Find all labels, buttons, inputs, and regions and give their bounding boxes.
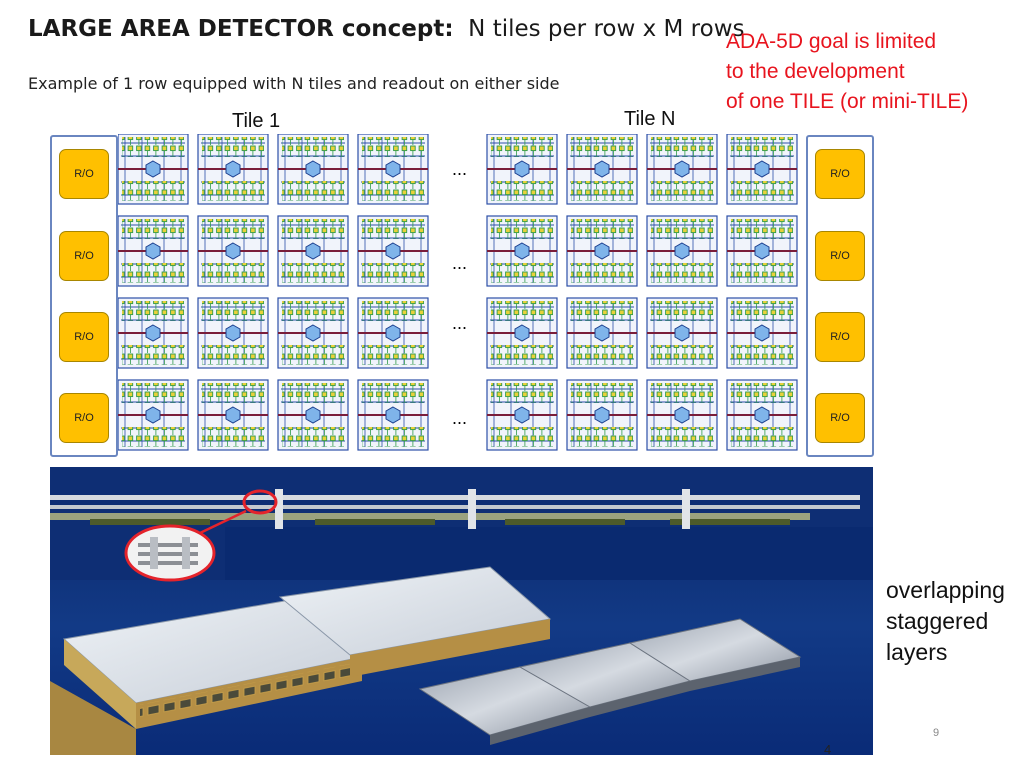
detector-tile — [486, 297, 558, 369]
detector-tile — [118, 134, 189, 205]
goal-note: ADA-5D goal is limited to the developmen… — [726, 27, 968, 117]
side-caption-line: staggered — [886, 608, 989, 634]
goal-note-line: of one TILE (or mini-TILE) — [726, 90, 969, 113]
detector-tile — [486, 215, 558, 287]
detector-tile — [486, 134, 558, 205]
detector-tile — [646, 134, 718, 205]
detector-tile — [726, 215, 798, 287]
detector-tile — [118, 297, 189, 369]
page-number: 9 — [933, 727, 940, 739]
slide-subtitle: Example of 1 row equipped with N tiles a… — [28, 74, 560, 93]
detector-tile — [566, 134, 638, 205]
detector-tile — [277, 215, 349, 287]
readout-box: R/O — [815, 149, 865, 199]
readout-box: R/O — [59, 312, 109, 362]
readout-box: R/O — [815, 231, 865, 281]
detector-tile — [566, 379, 638, 451]
detector-tile — [646, 297, 718, 369]
detector-tile — [357, 379, 429, 451]
staggered-layers-render — [50, 467, 873, 755]
detector-tile — [357, 297, 429, 369]
readout-box: R/O — [59, 393, 109, 443]
title-rest: N tiles per row x M rows — [468, 16, 745, 42]
detector-tile — [197, 215, 269, 287]
row-ellipsis: ... — [452, 313, 468, 333]
title-bold: LARGE AREA DETECTOR concept: — [28, 16, 454, 42]
detector-tile — [118, 215, 189, 287]
readout-box: R/O — [815, 312, 865, 362]
detector-tile — [277, 297, 349, 369]
readout-column-right: R/O R/O R/O R/O — [806, 135, 874, 457]
detector-tile — [646, 215, 718, 287]
row-ellipsis: ... — [452, 408, 468, 428]
detector-tile — [197, 297, 269, 369]
row-ellipsis: ... — [452, 159, 468, 179]
detector-tile — [197, 134, 269, 205]
detector-tile — [277, 134, 349, 205]
goal-note-line: ADA-5D goal is limited — [726, 30, 937, 53]
side-caption-line: layers — [886, 639, 948, 665]
tile-1-label: Tile 1 — [232, 110, 281, 132]
detector-tile — [726, 134, 798, 205]
detector-tile — [118, 379, 189, 451]
detector-tile — [357, 134, 429, 205]
readout-box: R/O — [815, 393, 865, 443]
detector-tile — [486, 379, 558, 451]
readout-column-left: R/O R/O R/O R/O — [50, 135, 118, 457]
row-ellipsis: ... — [452, 253, 468, 273]
goal-note-line: to the development — [726, 60, 905, 83]
detector-tile — [277, 379, 349, 451]
footer-number: 4 — [824, 742, 832, 757]
detector-tile — [726, 379, 798, 451]
detector-tile — [646, 379, 718, 451]
detector-tile — [726, 297, 798, 369]
readout-box: R/O — [59, 231, 109, 281]
tile-n-label: Tile N — [624, 108, 676, 130]
side-caption-line: overlapping — [886, 577, 1005, 603]
readout-box: R/O — [59, 149, 109, 199]
detector-tile — [357, 215, 429, 287]
detector-tile — [566, 297, 638, 369]
detector-tile — [197, 379, 269, 451]
detector-tile — [566, 215, 638, 287]
slide-title: LARGE AREA DETECTOR concept: N tiles per… — [28, 16, 745, 42]
side-caption: overlapping staggered layers — [886, 575, 1005, 668]
